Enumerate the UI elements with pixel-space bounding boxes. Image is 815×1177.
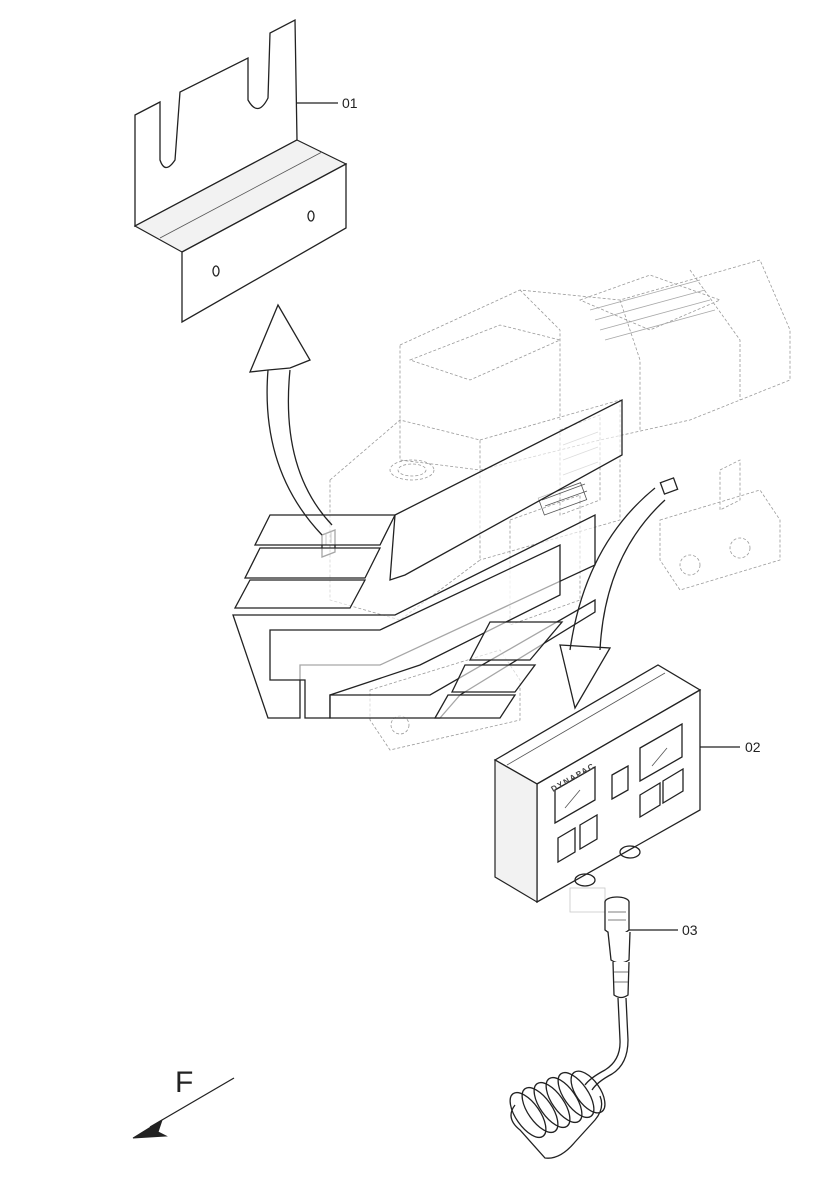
arrow-to-bracket [248, 303, 333, 536]
direction-arrow-icon [132, 1118, 168, 1139]
coiled-cable-part-03 [509, 896, 631, 1159]
mounting-bracket-part-01 [133, 18, 348, 324]
callout-label-01: 01 [342, 95, 358, 111]
callout-label-02: 02 [745, 739, 761, 755]
control-box-part-02: DYNAPAC [493, 664, 702, 904]
forward-direction-indicator: F [132, 1066, 235, 1139]
direction-label: F [175, 1066, 193, 1099]
machine-background-illustration [321, 259, 791, 751]
cable-coils [509, 1070, 606, 1159]
arrow-to-control-box [559, 487, 666, 710]
brand-chevron-graphic [232, 398, 623, 719]
callout-label-03: 03 [682, 922, 698, 938]
